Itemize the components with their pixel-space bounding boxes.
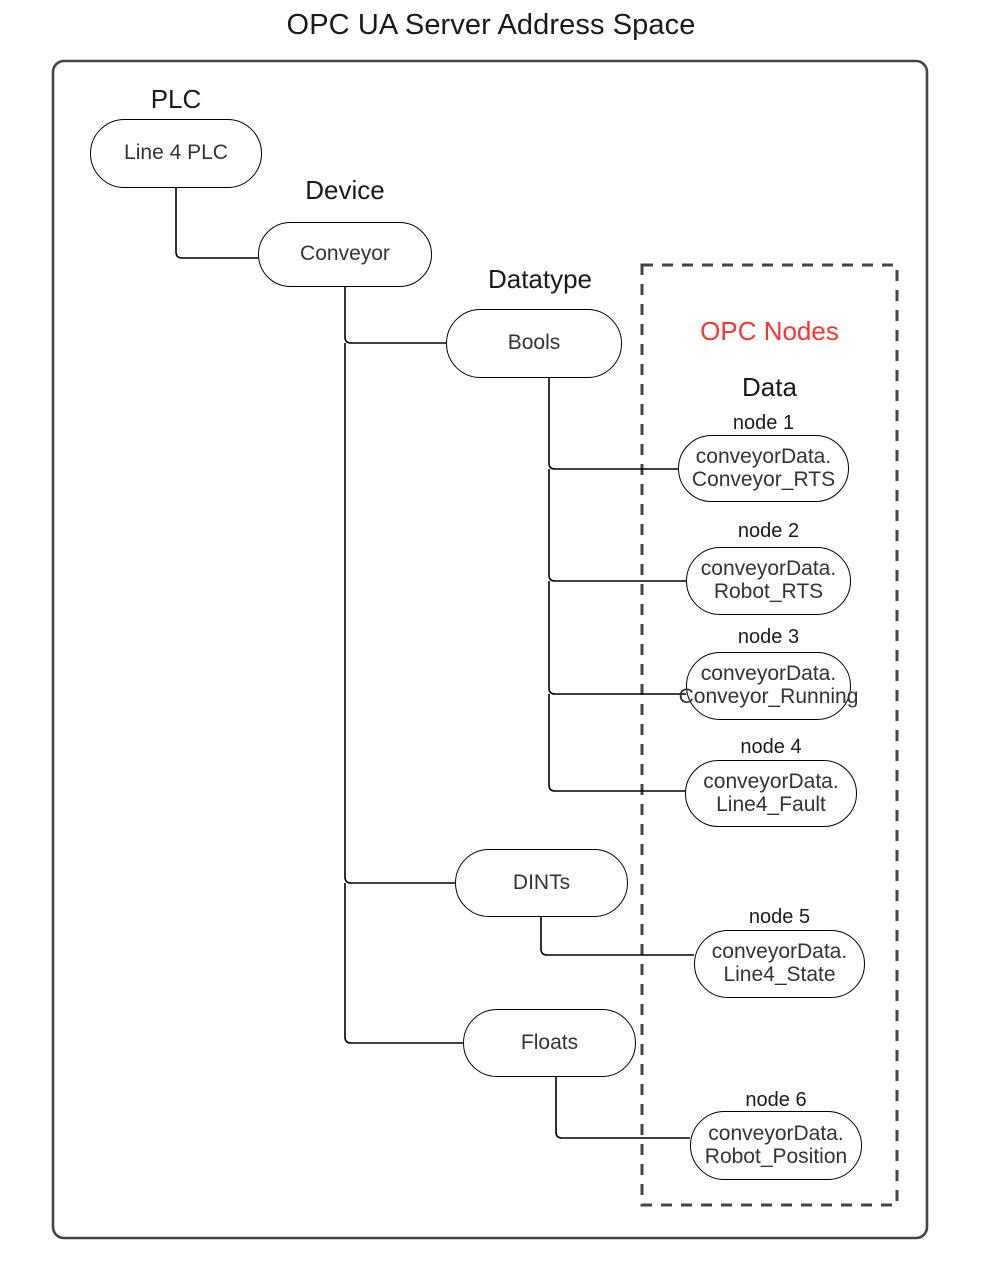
opc-nodes-subheading: Data bbox=[742, 372, 797, 402]
node-line4-plc[interactable]: Line 4 PLC bbox=[90, 119, 262, 188]
connector-floats-to-node6 bbox=[555, 1077, 690, 1139]
opc-node-3[interactable]: conveyorData. Conveyor_Running bbox=[679, 652, 858, 720]
connector-trunk-to-dints bbox=[344, 343, 455, 884]
opc-nodes-dashed-region bbox=[640, 263, 899, 1207]
group-label-datatype: Datatype bbox=[487, 264, 593, 294]
connector-bools-to-node4 bbox=[548, 694, 685, 792]
opc-node-4-caption: node 4 bbox=[740, 736, 802, 758]
node-conveyor-label: Conveyor bbox=[300, 242, 390, 266]
connector-dints-to-node5 bbox=[540, 917, 694, 956]
node-datatype-dints[interactable]: DINTs bbox=[455, 849, 628, 917]
opc-node-4[interactable]: conveyorData. Line4_Fault bbox=[685, 760, 857, 827]
opc-node-5-line1: conveyorData. bbox=[711, 940, 848, 964]
opc-node-5-caption: node 5 bbox=[748, 906, 811, 928]
connector-bools-to-node3 bbox=[548, 581, 686, 695]
connector-conveyor-trunk bbox=[344, 285, 446, 344]
connector-bools-to-node2 bbox=[548, 469, 686, 582]
page-title: OPC UA Server Address Space bbox=[286, 9, 696, 41]
opc-node-2[interactable]: conveyorData. Robot_RTS bbox=[686, 547, 851, 615]
opc-node-5[interactable]: conveyorData. Line4_State bbox=[694, 930, 865, 998]
connector-plc-to-conveyor bbox=[175, 188, 258, 259]
opc-node-6-line1: conveyorData. bbox=[708, 1121, 844, 1145]
opc-node-3-line1: conveyorData. bbox=[700, 662, 837, 686]
opc-node-3-line2: Conveyor_Running bbox=[678, 685, 859, 708]
opc-node-4-line2: Line4_Fault bbox=[716, 792, 826, 816]
opc-node-4-line1: conveyorData. bbox=[703, 769, 839, 793]
opc-node-1[interactable]: conveyorData. Conveyor_RTS bbox=[678, 435, 849, 502]
opc-node-1-line2: Conveyor_RTS bbox=[691, 467, 836, 491]
group-label-plc: PLC bbox=[150, 84, 202, 114]
opc-node-2-line1: conveyorData. bbox=[700, 557, 837, 581]
opc-nodes-heading: OPC Nodes bbox=[700, 316, 839, 346]
node-datatype-dints-label: DINTs bbox=[512, 870, 571, 894]
opc-node-6[interactable]: conveyorData. Robot_Position bbox=[690, 1111, 862, 1180]
opc-node-1-line1: conveyorData. bbox=[695, 444, 832, 468]
opc-node-2-caption: node 2 bbox=[737, 520, 800, 542]
node-datatype-floats-label: Floats bbox=[520, 1030, 579, 1054]
node-datatype-bools[interactable]: Bools bbox=[446, 309, 622, 378]
node-datatype-bools-label: Bools bbox=[507, 331, 561, 355]
opc-node-6-caption: node 6 bbox=[745, 1089, 807, 1111]
node-line4-plc-label: Line 4 PLC bbox=[124, 141, 228, 165]
group-label-device: Device bbox=[305, 175, 385, 205]
opc-node-3-caption: node 3 bbox=[737, 626, 800, 648]
node-datatype-floats[interactable]: Floats bbox=[463, 1009, 636, 1077]
opc-node-6-line2: Robot_Position bbox=[704, 1144, 848, 1168]
node-conveyor[interactable]: Conveyor bbox=[258, 222, 432, 287]
opc-node-2-line2: Robot_RTS bbox=[713, 580, 824, 603]
opc-node-5-line2: Line4_State bbox=[723, 963, 836, 986]
opc-node-1-caption: node 1 bbox=[732, 412, 795, 434]
connector-trunk-to-floats bbox=[344, 883, 463, 1044]
